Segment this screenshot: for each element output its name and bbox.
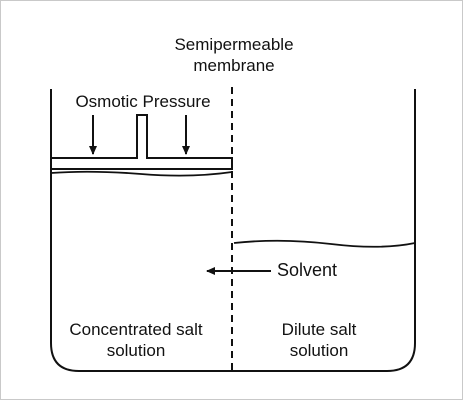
piston bbox=[50, 114, 233, 170]
dilute-solution-label: Dilute salt solution bbox=[239, 319, 399, 361]
concentrated-solution-label: Concentrated salt solution bbox=[41, 319, 231, 361]
concentrated-solution-label-line-2: solution bbox=[106, 341, 166, 360]
membrane-label-line-2: membrane bbox=[193, 56, 275, 75]
osmotic-pressure-label: Osmotic Pressure bbox=[75, 92, 211, 111]
dilute-solution-label-line-2: solution bbox=[289, 341, 349, 360]
solvent-label: Solvent bbox=[277, 260, 338, 280]
concentrated-solution-label-line-1: Concentrated salt bbox=[69, 320, 203, 339]
membrane-label: Semipermeable membrane bbox=[154, 34, 314, 76]
left-liquid-surface bbox=[50, 170, 233, 177]
right-liquid-surface bbox=[233, 239, 416, 248]
membrane-label-line-1: Semipermeable bbox=[174, 35, 294, 54]
container-outline bbox=[50, 89, 416, 372]
dilute-solution-label-line-1: Dilute salt bbox=[281, 320, 357, 339]
